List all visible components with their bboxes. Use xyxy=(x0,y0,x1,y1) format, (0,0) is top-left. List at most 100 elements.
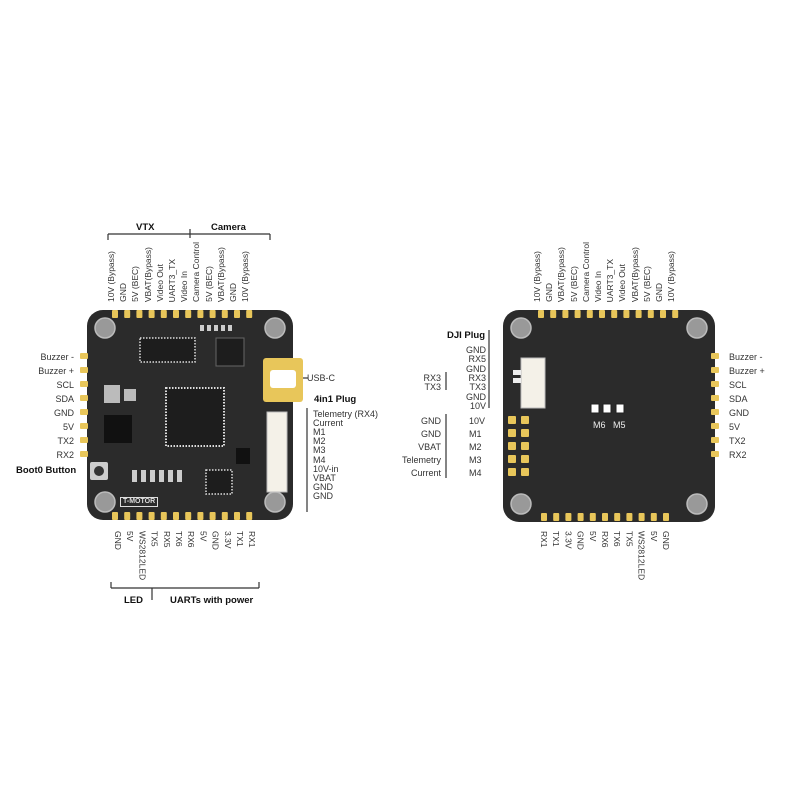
right-pin-label: Buzzer - xyxy=(729,352,763,362)
left-pin-label: TX2 xyxy=(57,436,74,446)
solder-pad xyxy=(711,381,719,387)
smd-part xyxy=(207,325,211,331)
dji-pin-label: GND xyxy=(466,363,486,374)
top-pin-label: VBAT(Bypass) xyxy=(215,246,226,302)
dji-pin-label: RX5 xyxy=(468,354,486,365)
solder-pad xyxy=(565,513,572,521)
boot-button-label: Boot0 Button xyxy=(16,465,77,476)
plug-pin-label: Current xyxy=(313,418,344,429)
mounting-hole xyxy=(510,317,532,339)
solder-pad xyxy=(234,310,240,318)
plug-pin-label: M3 xyxy=(313,445,326,456)
dji-tab xyxy=(513,378,521,383)
top-pin-label: Camera Control xyxy=(191,242,202,302)
usb-c-label: USB-C xyxy=(307,373,336,383)
right-pin-label: RX2 xyxy=(729,450,747,460)
bottom-pin-label: TX1 xyxy=(235,531,245,547)
solder-pad xyxy=(112,512,118,520)
mounting-hole xyxy=(94,491,116,513)
bottom-pin-label: RX1 xyxy=(247,531,258,548)
bottom-pin-label: TX5 xyxy=(149,531,160,547)
solder-pad xyxy=(589,513,596,521)
left-pin-label: Buzzer - xyxy=(40,352,74,362)
top-pin-label: 10V (Bypass) xyxy=(106,250,116,302)
solder-pad xyxy=(136,310,143,318)
top-pin-label: GND xyxy=(544,283,555,302)
motor-pad xyxy=(521,429,529,437)
osd-chip xyxy=(139,337,196,363)
motor-pad xyxy=(508,416,516,424)
solder-pad xyxy=(711,353,719,359)
top-pin-label: UART3_TX xyxy=(167,258,177,302)
solder-pad xyxy=(647,310,654,318)
bottom-pin-label: TX1 xyxy=(551,531,562,547)
solder-pad xyxy=(112,310,118,318)
motor-left-label: GND xyxy=(421,429,441,439)
top-pin-label: GND xyxy=(118,283,129,302)
dji-group-label: RX3 xyxy=(423,373,441,383)
solder-pad xyxy=(234,512,240,520)
component xyxy=(124,389,136,401)
smd-part xyxy=(141,470,146,482)
bottom-pin-label: RX6 xyxy=(600,531,610,548)
bottom-pin-label: 5V xyxy=(587,531,598,542)
top-pin-label: 10V (Bypass) xyxy=(666,250,677,302)
motor-right-label: 10V xyxy=(469,416,486,426)
bottom-pin-label: 5V xyxy=(125,531,136,542)
solder-pad xyxy=(711,451,719,457)
left-pin-label: Buzzer + xyxy=(38,366,74,376)
dji-group-label: TX3 xyxy=(424,382,441,393)
left-pin-label: 5V xyxy=(62,422,74,432)
solder-pad xyxy=(221,310,228,318)
solder-pad xyxy=(550,310,557,318)
solder-pad xyxy=(623,310,630,318)
bottom-pin-label: TX6 xyxy=(612,531,623,547)
motor-pad xyxy=(521,416,529,424)
pad-m6-label: M6 xyxy=(593,420,606,430)
top-pin-label: VBAT(Bypass) xyxy=(629,246,640,302)
smd-part xyxy=(159,470,164,482)
motor-left-label: VBAT xyxy=(418,442,441,452)
solder-pad xyxy=(80,451,88,457)
bottom-pin-label: 3.3V xyxy=(563,531,574,549)
top-pin-label: Video Out xyxy=(617,264,628,302)
uarts-group-label: UARTs with power xyxy=(170,595,254,606)
top-pin-label: 5V (BEC) xyxy=(130,266,141,302)
motor-pad xyxy=(508,468,516,476)
solder-pad xyxy=(553,513,560,521)
solder-pad xyxy=(611,310,618,318)
solder-pad xyxy=(538,310,544,318)
solder-pad xyxy=(562,310,569,318)
solder-pad xyxy=(660,310,666,318)
baro-chip xyxy=(104,415,132,443)
solder-pad xyxy=(80,423,88,429)
mounting-hole xyxy=(686,493,708,515)
solder-pad xyxy=(160,310,167,318)
bottom-pin-label: GND xyxy=(113,531,123,550)
bottom-pin-label: RX5 xyxy=(161,531,172,548)
solder-pad xyxy=(124,310,131,318)
right-pin-label: SDA xyxy=(729,394,748,404)
top-pin-label: GND xyxy=(228,283,238,302)
bottom-pin-label: 5V xyxy=(198,531,209,542)
motor-right-label: M1 xyxy=(469,429,482,439)
solder-pad xyxy=(650,513,657,521)
plug-pin-label: GND xyxy=(313,490,333,501)
smd-part xyxy=(177,470,182,482)
solder-pad xyxy=(246,310,253,318)
mounting-hole xyxy=(510,493,532,515)
solder-pad xyxy=(185,512,192,520)
top-pin-label: 5V (BEC) xyxy=(641,266,652,302)
solder-pad xyxy=(148,512,155,520)
mounting-hole xyxy=(264,317,286,339)
boot-button-center xyxy=(94,466,104,476)
mounting-hole xyxy=(264,491,286,513)
plug-pin-label: GND xyxy=(313,481,333,492)
solder-pad xyxy=(136,512,143,520)
solder-pad xyxy=(80,381,88,387)
smd-part xyxy=(168,470,173,482)
right-pin-label: Buzzer + xyxy=(729,366,765,376)
camera-group-label: Camera xyxy=(211,222,246,233)
